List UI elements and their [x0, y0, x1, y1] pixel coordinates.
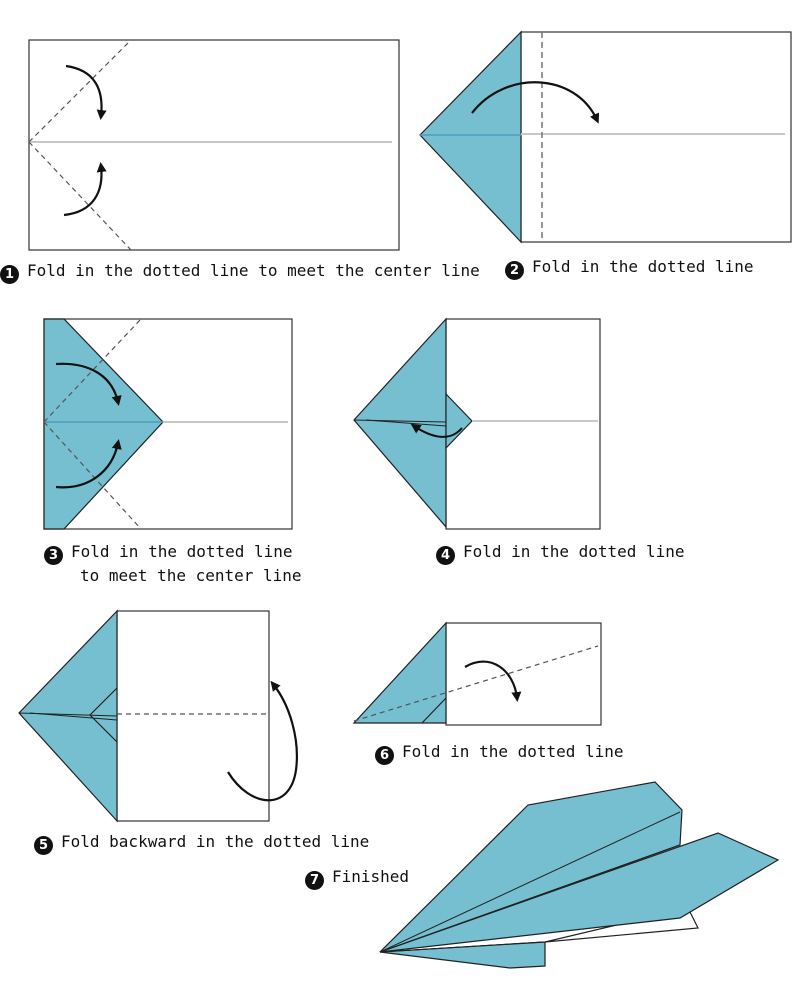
step-7-text: Finished — [332, 867, 410, 886]
plane-right-wing — [379, 832, 780, 953]
fold-arrow-icon — [410, 423, 463, 438]
step-1-figure — [28, 39, 400, 251]
step-6-caption: 6 Fold in the dotted line — [375, 741, 624, 765]
folded-wing — [352, 621, 447, 724]
paper-sheet — [445, 622, 602, 726]
step-2-text: Fold in the dotted line — [532, 257, 754, 276]
step-5-caption: 5 Fold backward in the dotted line — [34, 831, 369, 855]
fold-arrow-icon — [227, 680, 298, 802]
step-3-caption: 3 Fold in the dotted line to meet the cen… — [44, 541, 302, 587]
step-3-figure — [43, 318, 293, 530]
paper-sheet — [116, 610, 270, 822]
crease-line — [29, 712, 118, 721]
nose-edge — [421, 697, 447, 724]
step-number-badge: 5 — [34, 836, 53, 855]
step-1-caption: 1 Fold in the dotted line to meet the cen… — [0, 260, 480, 284]
fold-arrow-icon — [471, 81, 600, 124]
step-6-text: Fold in the dotted line — [402, 742, 624, 761]
step-3-text-line2: to meet the center line — [80, 566, 302, 585]
step-5-text: Fold backward in the dotted line — [61, 832, 370, 851]
step-2-figure — [419, 30, 792, 244]
finished-plane-icon — [379, 781, 780, 969]
fold-line-bottom — [28, 141, 132, 251]
crease-line — [365, 419, 447, 427]
plane-crease — [379, 941, 546, 953]
folded-flaps — [419, 30, 522, 244]
step-number-badge: 2 — [505, 261, 524, 280]
step-7-caption: 7 Finished — [305, 866, 409, 890]
fold-arrow-icon — [464, 660, 522, 702]
fold-line-top — [43, 318, 142, 423]
step-number-badge: 4 — [436, 546, 455, 565]
step-number-badge: 1 — [0, 265, 19, 284]
step-number-badge: 3 — [44, 546, 63, 565]
step-5-figure — [18, 609, 298, 823]
step-3-text: Fold in the dotted line — [71, 542, 293, 561]
fold-line-bottom — [43, 421, 142, 530]
plane-crease — [379, 844, 681, 953]
step-number-badge: 7 — [305, 871, 324, 890]
step-2-caption: 2 Fold in the dotted line — [505, 256, 754, 280]
fold-line-top — [28, 39, 132, 143]
fold-arrow-icon — [63, 162, 107, 217]
fold-arrow-icon — [55, 439, 122, 489]
step-6-figure — [352, 621, 602, 726]
paper-sheet — [445, 318, 601, 530]
paper-sheet — [28, 39, 400, 251]
step-4-figure — [353, 317, 601, 530]
paper-sheet — [520, 31, 792, 243]
fold-line — [353, 645, 599, 722]
plane-crease — [379, 811, 681, 953]
step-4-text: Fold in the dotted line — [463, 542, 685, 561]
step-4-caption: 4 Fold in the dotted line — [436, 541, 685, 565]
folded-flaps — [43, 318, 164, 530]
step-number-badge: 6 — [375, 746, 394, 765]
fold-arrow-icon — [55, 362, 122, 406]
step-1-text: Fold in the dotted line to meet the cent… — [27, 261, 480, 280]
fold-arrow-icon — [65, 64, 107, 120]
